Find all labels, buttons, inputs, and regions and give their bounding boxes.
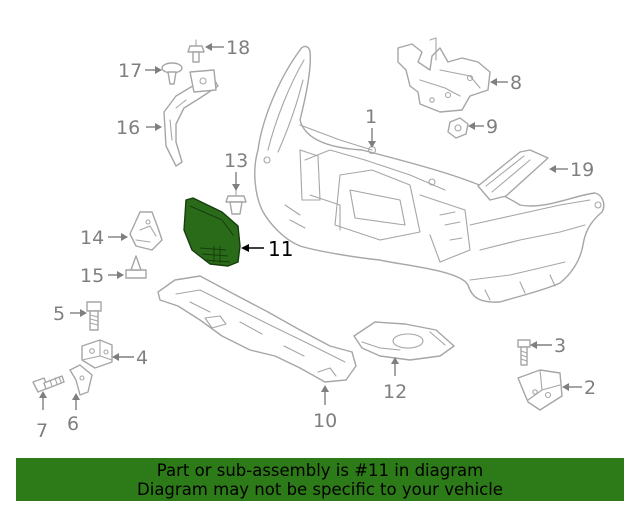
- part-19-seal: [477, 149, 549, 201]
- part-6-bracket: [69, 364, 93, 396]
- callout-13: 13: [224, 150, 248, 191]
- part-2-bracket: [517, 369, 563, 411]
- banner-line-disclaimer: Diagram may not be specific to your vehi…: [137, 480, 503, 499]
- part-13-push-pin: [225, 189, 247, 215]
- part-17-push-pin: [161, 62, 183, 85]
- callout-label-6: 6: [67, 413, 79, 435]
- callout-label-2: 2: [584, 377, 596, 399]
- callout-label-4: 4: [136, 347, 148, 369]
- callout-label-16: 16: [116, 117, 140, 139]
- part-14-bracket: [129, 211, 163, 251]
- callout-label-14: 14: [80, 227, 104, 249]
- callout-9: 9: [468, 116, 498, 138]
- callout-15: 15: [80, 265, 124, 287]
- callout-label-7: 7: [36, 420, 48, 442]
- callout-label-9: 9: [486, 116, 498, 138]
- part-8-bracket: [397, 37, 491, 113]
- part-4-bracket: [81, 339, 113, 369]
- diagram-notice-banner: Part or sub-assembly is #11 in diagram D…: [16, 458, 624, 501]
- callout-label-12: 12: [383, 381, 407, 403]
- part-15-push-pin: [125, 255, 147, 279]
- callout-4: 4: [112, 347, 148, 369]
- part-7-bolt: [32, 375, 65, 393]
- callout-5: 5: [53, 303, 87, 325]
- part-5-bolt: [86, 301, 102, 331]
- part-11-air-deflector-highlighted: [183, 197, 241, 267]
- callout-label-15: 15: [80, 265, 104, 287]
- callout-12: 12: [383, 357, 407, 403]
- callout-label-1: 1: [365, 106, 377, 128]
- callout-11: 11: [241, 237, 293, 261]
- callout-label-11: 11: [268, 237, 293, 261]
- callout-label-8: 8: [510, 72, 522, 94]
- part-16-support-bracket: [163, 69, 219, 167]
- callout-label-5: 5: [53, 303, 65, 325]
- callout-label-10: 10: [313, 410, 337, 432]
- callout-6: 6: [67, 393, 80, 435]
- callout-label-13: 13: [224, 150, 248, 172]
- callout-label-19: 19: [570, 159, 594, 181]
- callout-14: 14: [80, 227, 128, 249]
- callout-1: 1: [365, 106, 377, 148]
- part-10-deflector: [157, 275, 357, 383]
- callout-18: 18: [205, 37, 250, 59]
- callout-2: 2: [562, 377, 596, 399]
- exploded-parts-diagram: 1 2 3 4 5 6 7 8 9 10: [32, 37, 605, 442]
- part-18-bolt: [187, 39, 205, 63]
- part-12-shield: [353, 321, 455, 361]
- part-1-radiator-support: [254, 45, 605, 303]
- callout-8: 8: [490, 72, 522, 94]
- callout-label-18: 18: [226, 37, 250, 59]
- callout-17: 17: [118, 60, 162, 82]
- part-9-nut: [447, 117, 469, 139]
- part-3-bolt: [517, 339, 531, 366]
- callout-label-3: 3: [554, 335, 566, 357]
- callout-7: 7: [36, 391, 48, 442]
- callout-10: 10: [313, 385, 337, 432]
- banner-line-part-number: Part or sub-assembly is #11 in diagram: [156, 461, 484, 480]
- callout-16: 16: [116, 117, 162, 139]
- callout-3: 3: [530, 335, 566, 357]
- callout-label-17: 17: [118, 60, 142, 82]
- callout-19: 19: [549, 159, 594, 181]
